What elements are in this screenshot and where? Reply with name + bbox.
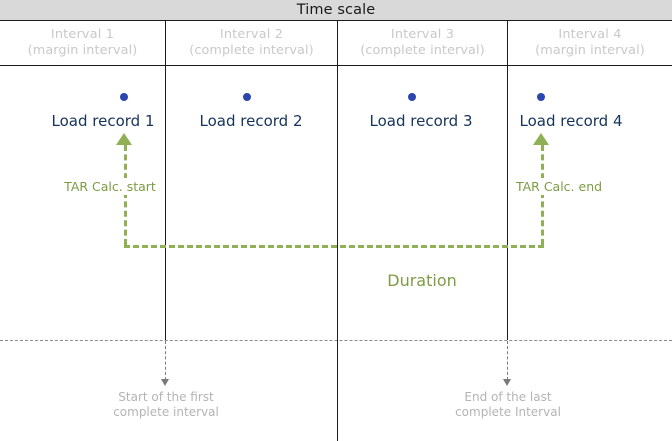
interval-1-subtitle: (margin interval) bbox=[27, 43, 138, 58]
interval-3-name: Interval 3 bbox=[390, 27, 455, 42]
annotation-1-leader bbox=[165, 341, 166, 380]
load-record-2-dot bbox=[243, 93, 251, 101]
interval-divider-2 bbox=[337, 20, 338, 441]
load-record-4-dot bbox=[537, 93, 545, 101]
load-record-1-label: Load record 1 bbox=[51, 112, 155, 130]
interval-3-subtitle: (complete interval) bbox=[360, 43, 485, 58]
tar-calc-end-arrowhead bbox=[533, 133, 549, 145]
interval-2-subtitle: (complete interval) bbox=[189, 43, 314, 58]
tar-calc-start-arrowhead bbox=[116, 133, 132, 145]
duration-span-line bbox=[124, 245, 544, 248]
annotation-1-arrowhead bbox=[161, 379, 169, 386]
interval-header-3: Interval 3 (complete interval) bbox=[338, 22, 507, 64]
rule-below-title bbox=[0, 20, 672, 21]
interval-divider-3 bbox=[507, 20, 508, 340]
tar-calc-end-riser bbox=[541, 145, 544, 245]
interval-divider-1 bbox=[165, 20, 166, 340]
load-record-2-label: Load record 2 bbox=[199, 112, 303, 130]
interval-2-name: Interval 2 bbox=[219, 27, 284, 42]
tar-calc-end-label: TAR Calc. end bbox=[512, 178, 606, 195]
interval-header-1: Interval 1 (margin interval) bbox=[0, 22, 165, 64]
rule-dotted-baseline bbox=[0, 340, 672, 341]
duration-label: Duration bbox=[387, 271, 457, 290]
annotation-1-label: Start of the first complete interval bbox=[113, 390, 219, 420]
tar-calc-start-label: TAR Calc. start bbox=[61, 178, 159, 195]
annotation-2-line1: End of the last bbox=[464, 390, 552, 404]
page-title: Time scale bbox=[296, 1, 376, 18]
load-record-1-dot bbox=[120, 93, 128, 101]
tar-calc-start-riser bbox=[124, 145, 127, 245]
annotation-1-line1: Start of the first bbox=[118, 390, 214, 404]
interval-header-2: Interval 2 (complete interval) bbox=[166, 22, 337, 64]
interval-1-name: Interval 1 bbox=[50, 27, 115, 42]
rule-below-interval-headers bbox=[0, 65, 672, 66]
annotation-2-leader bbox=[507, 341, 508, 380]
annotation-2-line2: complete Interval bbox=[455, 405, 561, 419]
interval-header-4: Interval 4 (margin interval) bbox=[508, 22, 672, 64]
load-record-3-label: Load record 3 bbox=[369, 112, 473, 130]
load-record-4-label: Load record 4 bbox=[519, 112, 623, 130]
interval-4-subtitle: (margin interval) bbox=[535, 43, 645, 58]
annotation-2-label: End of the last complete Interval bbox=[455, 390, 561, 420]
load-record-3-dot bbox=[408, 93, 416, 101]
annotation-2-arrowhead bbox=[503, 379, 511, 386]
interval-4-name: Interval 4 bbox=[558, 27, 622, 42]
annotation-1-line2: complete interval bbox=[113, 405, 219, 419]
time-scale-title-band: Time scale bbox=[0, 0, 672, 20]
